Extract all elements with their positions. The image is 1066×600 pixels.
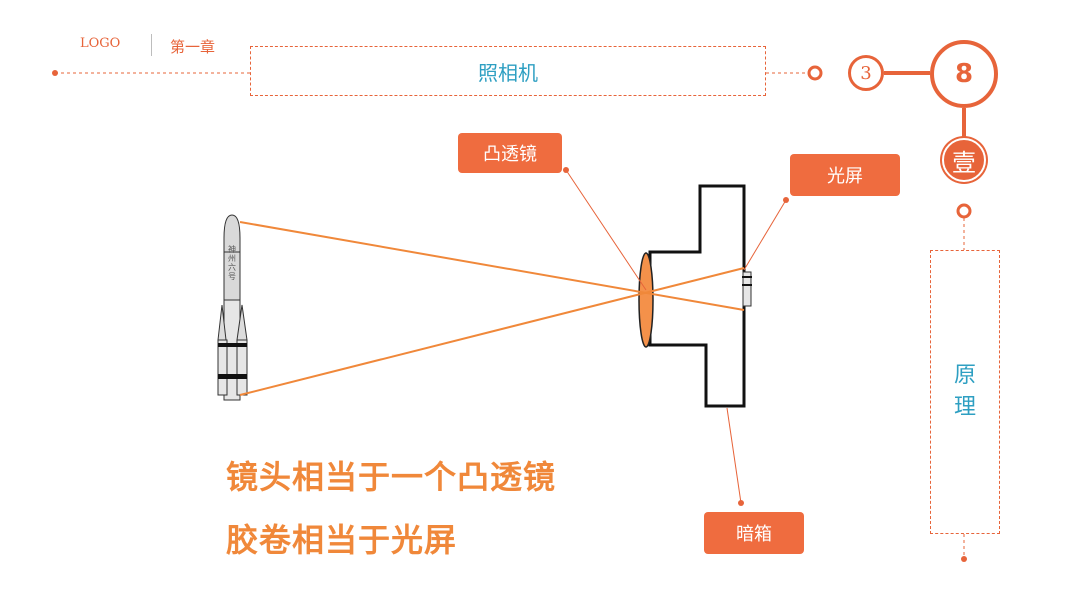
number-circle-big: 8 <box>930 40 998 108</box>
convex-lens <box>638 252 654 348</box>
box-leader <box>726 407 742 504</box>
lens-leader <box>565 169 647 291</box>
logo: LOGO <box>80 36 121 51</box>
section-number-badge: 壹 <box>942 138 986 182</box>
lens-leader-dot <box>563 167 569 173</box>
side-connector-dot <box>956 203 972 219</box>
rocket-object: 神州六号 <box>217 214 248 401</box>
side-panel: 原理 <box>930 250 1000 534</box>
light-ray-bottom <box>239 267 745 396</box>
lens-tag: 凸透镜 <box>458 133 562 173</box>
rocket-text: 神州六号 <box>228 244 236 281</box>
connector-dot <box>807 65 823 81</box>
chapter-label: 第一章 <box>170 38 216 56</box>
caption-line-2: 胶卷相当于光屏 <box>226 521 458 559</box>
inverted-image <box>742 271 752 307</box>
header-divider <box>151 34 152 56</box>
side-end-dot <box>961 556 967 562</box>
caption-line-1: 镜头相当于一个凸透镜 <box>226 458 557 496</box>
screen-leader <box>743 199 787 271</box>
dark-box-tag: 暗箱 <box>704 512 804 554</box>
topic-title: 照相机 <box>250 46 766 96</box>
number-circle-small: 3 <box>848 55 884 91</box>
dark-box <box>648 184 746 408</box>
light-ray-top <box>239 221 745 311</box>
box-leader-dot <box>738 500 744 506</box>
topic-title-text: 照相机 <box>478 60 538 85</box>
side-panel-label: 原理 <box>953 363 976 420</box>
screen-leader-dot <box>783 197 789 203</box>
screen-tag: 光屏 <box>790 154 900 196</box>
